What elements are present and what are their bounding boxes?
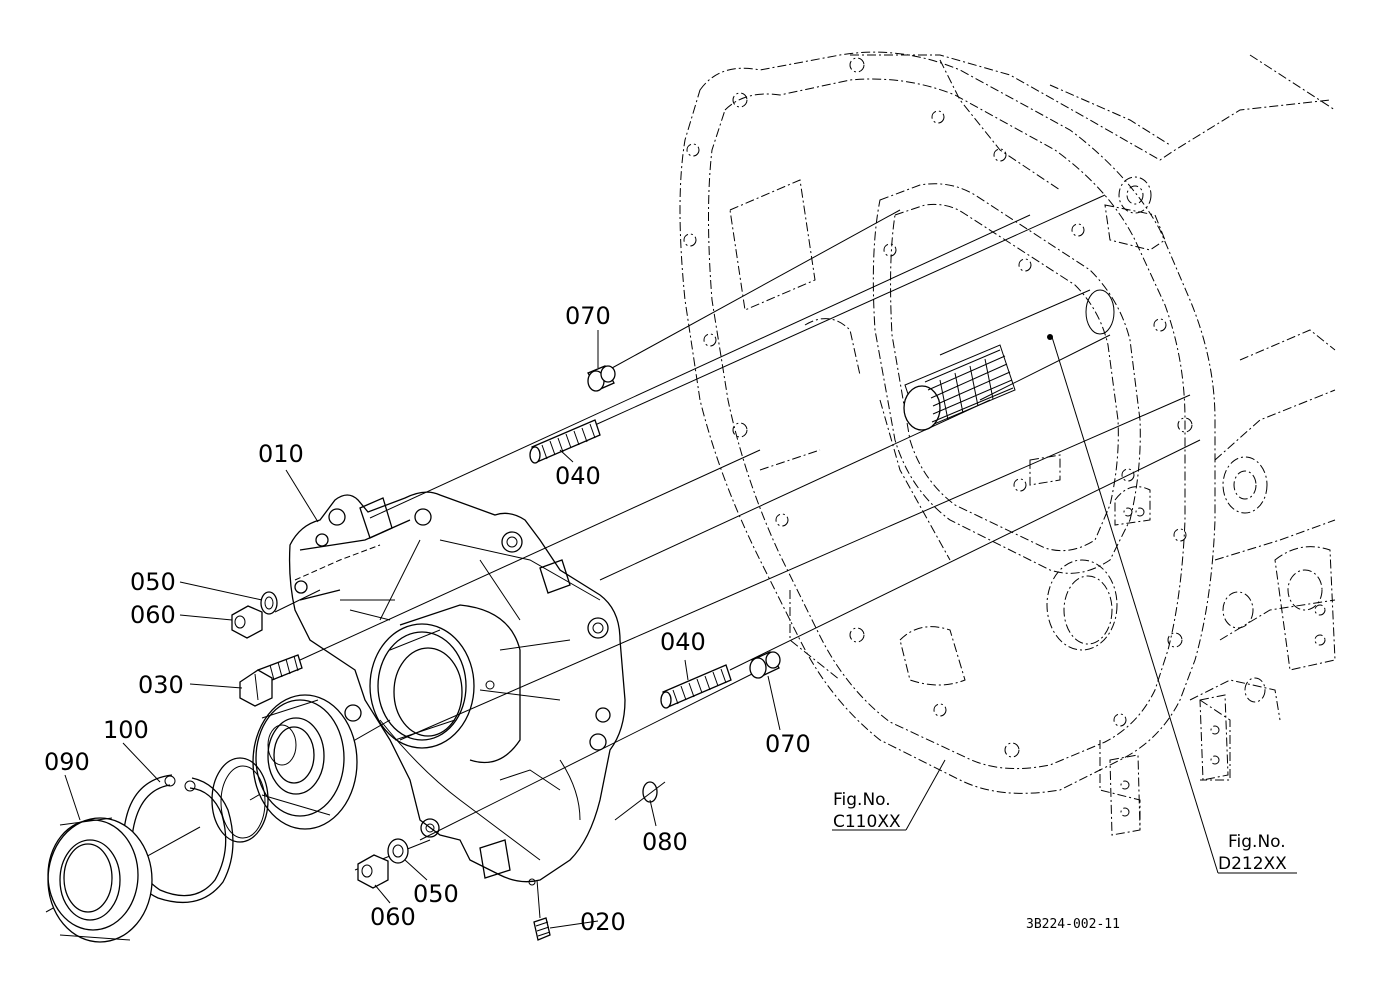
transmission-housing [679, 51, 1336, 836]
label-070-bottom: 070 [765, 730, 811, 758]
ref2-label: Fig.No. [1228, 832, 1286, 852]
stud-bottom [660, 664, 732, 709]
ref2-code: D212XX [1218, 854, 1287, 874]
label-020: 020 [580, 908, 626, 936]
oil-seal [47, 817, 153, 943]
stud-top [529, 419, 601, 464]
leader-lines [64, 330, 1297, 929]
retaining-ring-small [211, 757, 269, 843]
label-010: 010 [258, 440, 304, 468]
label-060-bottom: 060 [370, 903, 416, 931]
nut-top [231, 605, 263, 639]
plug [533, 917, 551, 941]
label-040-bottom: 040 [660, 628, 706, 656]
label-090: 090 [44, 748, 90, 776]
bolt [239, 654, 303, 707]
label-030: 030 [138, 671, 184, 699]
label-050-top: 050 [130, 568, 176, 596]
part-labels: 070 040 010 050 060 030 040 070 100 090 … [44, 302, 811, 936]
label-070-top: 070 [565, 302, 611, 330]
o-ring [642, 781, 658, 803]
ref1-code: C110XX [833, 812, 901, 832]
dowel-pin-top [587, 365, 616, 392]
washer-top [260, 591, 278, 615]
dowel-pin-bottom [749, 651, 781, 679]
label-050-bottom: 050 [413, 880, 459, 908]
figure-references: Fig.No. C110XX Fig.No. D212XX [833, 790, 1287, 874]
shaft-dot [1047, 334, 1053, 340]
label-100: 100 [103, 716, 149, 744]
ref1-label: Fig.No. [833, 790, 891, 810]
nut-bottom [357, 854, 389, 889]
bearing [252, 694, 358, 830]
cover-housing [288, 491, 626, 886]
washer-bottom [387, 838, 409, 864]
input-shaft [903, 289, 1115, 431]
label-040-top: 040 [555, 462, 601, 490]
label-060-top: 060 [130, 601, 176, 629]
snap-ring [122, 774, 234, 904]
shaft-splines [924, 349, 1014, 423]
drawing-code: 3B224-002-11 [1026, 917, 1120, 932]
label-080: 080 [642, 828, 688, 856]
